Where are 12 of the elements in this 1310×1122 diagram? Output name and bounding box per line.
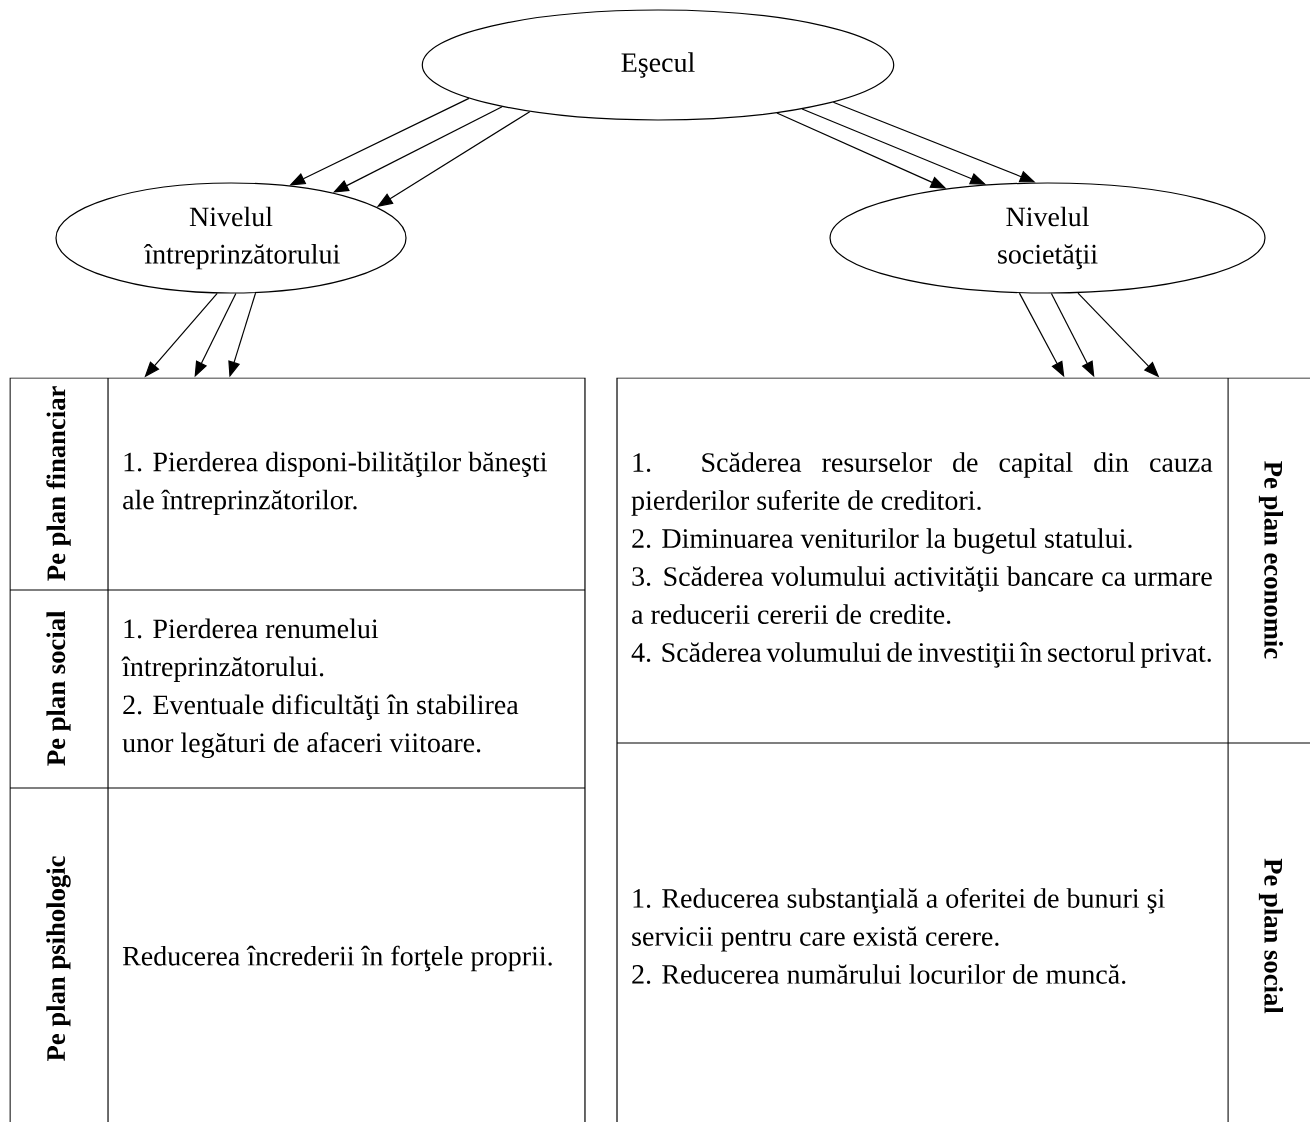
table-frame — [616, 377, 1310, 1122]
table-frame — [9, 377, 586, 1122]
table-cell: 1. Scăderea resurselor de capital din cauza pierderilor suferite de creditori. 2. Diminuarea veniturilor la bugetul statului. 3. Scăderea volumului activităţii bancare ca urmare a reducerii cererii de credite. 4. Scăderea volumului de investiţii în sectorul privat. — [631, 452, 1213, 668]
row-header-cell: Pe plan social — [46, 611, 71, 766]
row-header-cell: Pe plan economic — [1258, 461, 1284, 659]
row-header-cell: Pe plan social — [1258, 858, 1284, 1014]
table-cell: Reducerea încrederii în forţele proprii. — [122, 945, 552, 972]
table-cell: 1. Reducerea substanţială a oferitei de bunuri şi servicii pentru care există cerere. 2. Reducerea numărului locurilor de muncă. — [632, 887, 1165, 984]
row-header-cell: Pe plan financiar — [46, 386, 71, 581]
row-header-cell: Pe plan psihologic — [46, 856, 71, 1061]
table-cell: 1. Pierderea disponi-bilităţilor băneşti ale întreprinzătorilor. — [123, 451, 547, 516]
table-cell: 1. Pierderea renumelui întreprinzătorului. 2. Eventuale dificultăţi în stabilirea unor legături de afaceri viitoare. — [121, 618, 519, 759]
